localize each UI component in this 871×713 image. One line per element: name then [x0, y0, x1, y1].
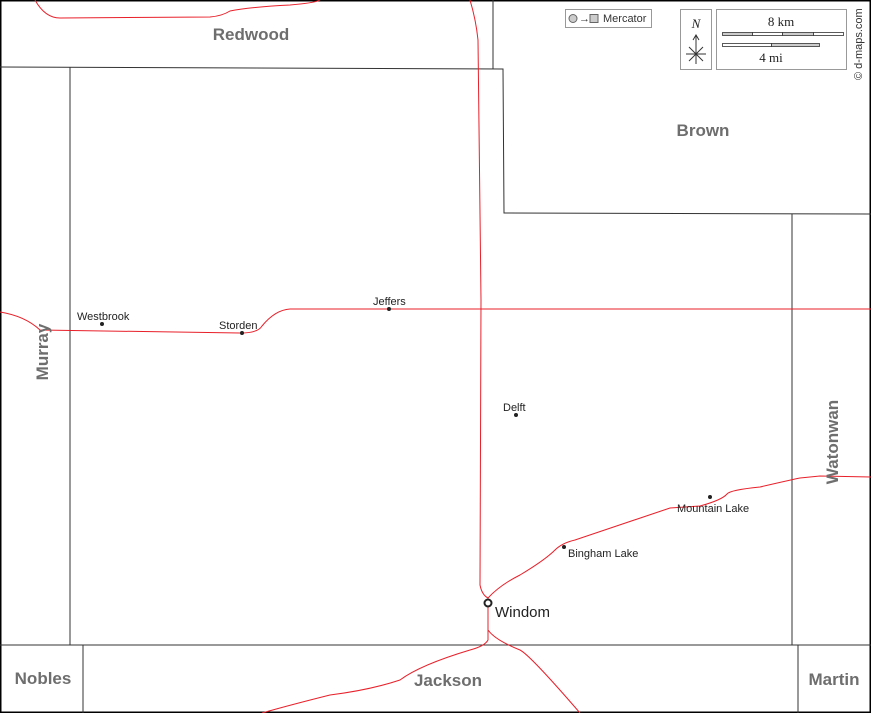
town-delft[interactable]: Delft — [503, 402, 526, 417]
town-dot-icon — [240, 331, 244, 335]
projection-legend: → Mercator — [565, 9, 652, 28]
flat-map-icon — [589, 14, 599, 23]
scale-km-label: 8 km — [768, 14, 794, 29]
credit-label: © d-maps.com — [853, 8, 865, 80]
town-label: Westbrook — [77, 311, 130, 323]
county-label-brown[interactable]: Brown — [677, 121, 730, 140]
county-label-watonwan[interactable]: Watonwan — [823, 400, 842, 484]
arrow-icon: → — [579, 13, 590, 25]
town-dot-icon — [387, 307, 391, 311]
town-dot-icon — [514, 413, 518, 417]
county-label-nobles[interactable]: Nobles — [15, 669, 72, 688]
town-label: Windom — [495, 604, 550, 621]
town-windom[interactable]: Windom — [483, 598, 551, 622]
county-label-martin[interactable]: Martin — [809, 670, 860, 689]
town-label: Mountain Lake — [677, 503, 749, 515]
town-storden[interactable]: Storden — [219, 320, 258, 335]
scale-bar: 8 km 4 mi — [716, 9, 847, 70]
town-label: Bingham Lake — [568, 548, 638, 560]
compass-icon — [686, 34, 706, 64]
scale-mi-label: 4 mi — [759, 50, 783, 65]
county-label-redwood[interactable]: Redwood — [213, 25, 290, 44]
projection-label: Mercator — [603, 13, 647, 25]
north-arrow: N — [680, 9, 712, 70]
county-label-murray[interactable]: Murray — [33, 323, 52, 380]
town-dot-icon — [708, 495, 712, 499]
county-seat-icon — [483, 598, 493, 608]
town-jeffers[interactable]: Jeffers — [373, 296, 406, 311]
town-label: Storden — [219, 320, 258, 332]
town-bingham-lake[interactable]: Bingham Lake — [562, 545, 638, 560]
town-label: Jeffers — [373, 296, 406, 308]
county-label-jackson[interactable]: Jackson — [414, 671, 482, 690]
town-dot-icon — [562, 545, 566, 549]
town-label: Delft — [503, 402, 526, 414]
town-dot-icon — [100, 322, 104, 326]
north-label: N — [691, 16, 702, 31]
town-mountain-lake[interactable]: Mountain Lake — [677, 495, 749, 515]
town-westbrook[interactable]: Westbrook — [77, 311, 130, 326]
globe-icon — [568, 14, 578, 23]
